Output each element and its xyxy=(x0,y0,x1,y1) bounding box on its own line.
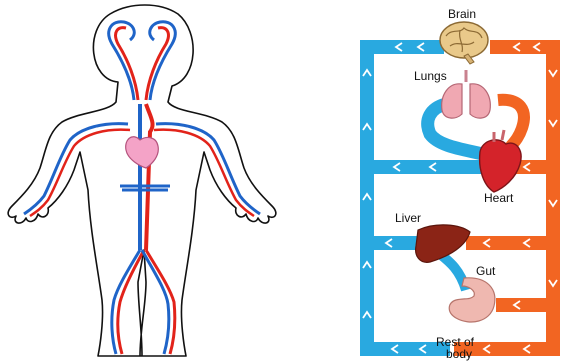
gut-label: Gut xyxy=(476,264,496,278)
liver-icon xyxy=(416,225,470,262)
lungs-label: Lungs xyxy=(414,69,447,83)
brain-icon xyxy=(440,22,488,64)
brain-label: Brain xyxy=(448,7,476,21)
liver-label: Liver xyxy=(395,211,421,225)
heart-label: Heart xyxy=(484,191,514,205)
stomach-icon xyxy=(449,278,495,322)
rest-of-body-label-line2: body xyxy=(446,347,472,361)
lungs-icon xyxy=(442,70,491,118)
